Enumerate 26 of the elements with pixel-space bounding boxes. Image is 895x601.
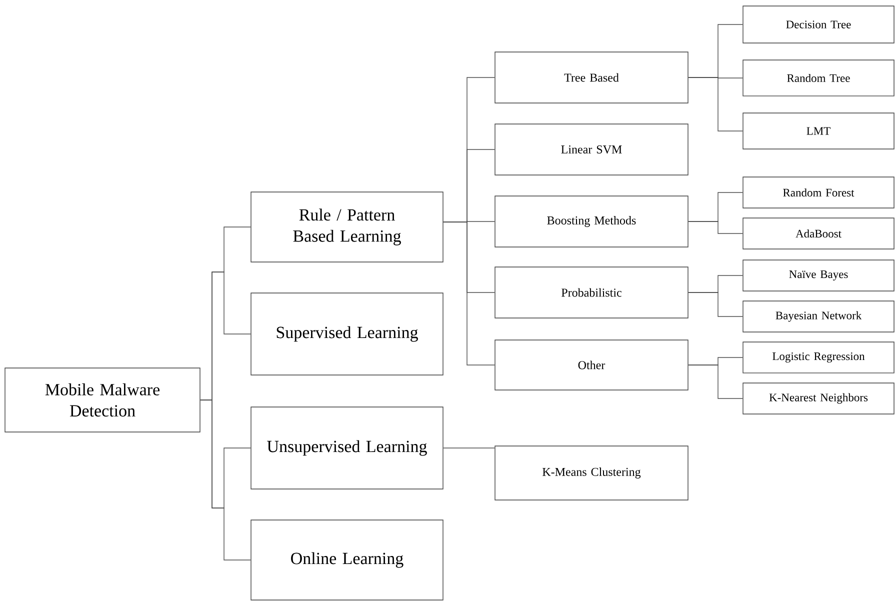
method-box: Probabilistic [494, 266, 688, 318]
connector-line [443, 222, 495, 366]
category-box: Rule / Pattern Based Learning [250, 192, 444, 262]
connector-line [688, 77, 743, 132]
connector-line [200, 400, 251, 560]
root-box: Mobile Malware Detection [4, 368, 200, 432]
method-box: Tree Based [494, 52, 688, 104]
category-box: Online Learning [250, 520, 444, 600]
category-box: Supervised Learning [250, 292, 444, 376]
category-box: Unsupervised Learning [250, 406, 444, 490]
method-box: Decision Tree [742, 6, 894, 44]
method-box: K-Means Clustering [494, 446, 688, 500]
method-box: Random Forest [742, 176, 894, 208]
connector-line [688, 221, 743, 234]
method-box: Boosting Methods [494, 196, 688, 248]
method-box: Logistic Regression [742, 342, 894, 374]
method-box: Other [494, 340, 688, 390]
method-box: K-Nearest Neighbors [742, 382, 894, 414]
method-box: Bayesian Network [742, 300, 894, 332]
method-box: Random Tree [742, 60, 894, 96]
method-box: LMT [742, 112, 894, 150]
connector-line [688, 292, 743, 317]
method-box: Linear SVM [494, 124, 688, 176]
method-box: AdaBoost [742, 218, 894, 250]
method-box: Naïve Bayes [742, 260, 894, 292]
connector-line [688, 364, 743, 399]
